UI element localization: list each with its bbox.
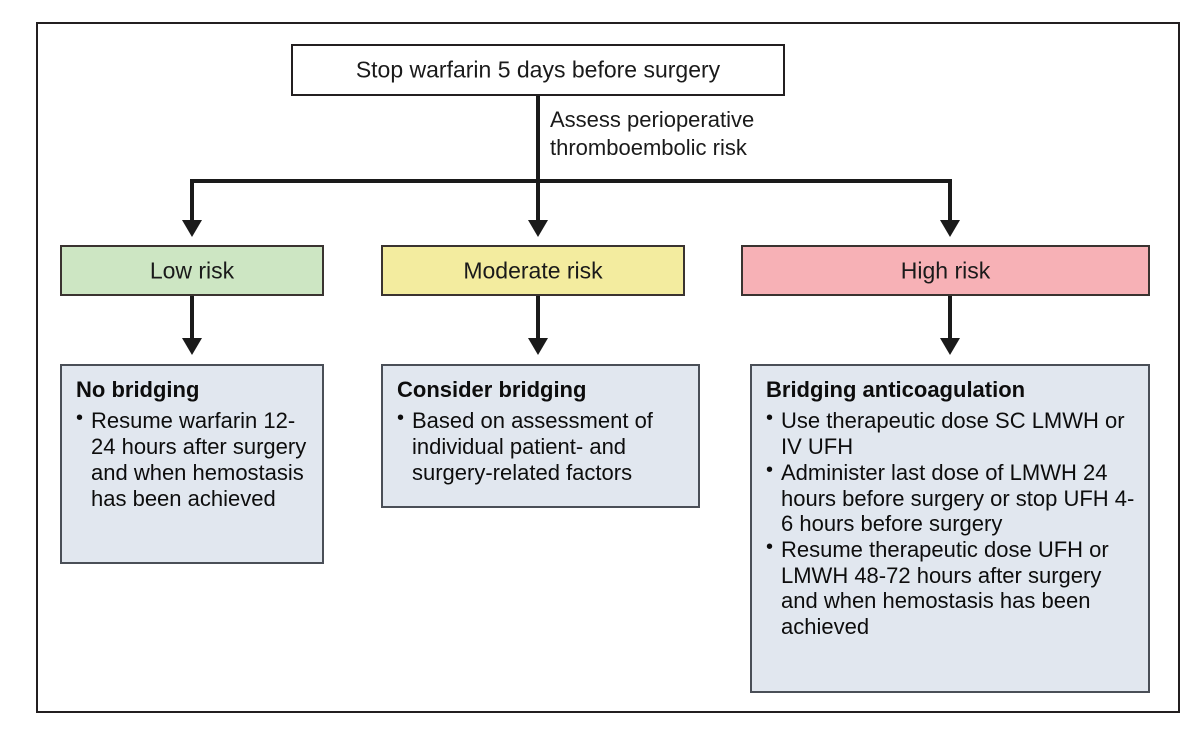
node-no-bridging[interactable]: No bridging Resume warfarin 12-24 hours … xyxy=(60,364,324,564)
diagram-frame: Stop warfarin 5 days before surgery Asse… xyxy=(36,22,1180,713)
node-moderate-risk[interactable]: Moderate risk xyxy=(381,245,685,296)
node-consider-bridging-title: Consider bridging xyxy=(397,377,587,402)
node-no-bridging-body: No bridging Resume warfarin 12-24 hours … xyxy=(76,377,312,511)
list-item: Resume warfarin 12-24 hours after surger… xyxy=(76,407,312,511)
connector-horizontal-bus xyxy=(190,179,952,183)
node-bridging-anticoagulation-title: Bridging anticoagulation xyxy=(766,377,1026,402)
node-no-bridging-bullets: Resume warfarin 12-24 hours after surger… xyxy=(76,407,312,511)
connector-drop-high xyxy=(948,179,952,227)
node-low-risk-label: Low risk xyxy=(149,256,235,283)
connector-trunk-vertical xyxy=(536,96,540,182)
node-high-risk[interactable]: High risk xyxy=(741,245,1150,296)
node-stop-warfarin-label: Stop warfarin 5 days before surgery xyxy=(355,56,721,83)
connector-moderate-to-detail xyxy=(536,296,540,344)
connector-high-to-detail xyxy=(948,296,952,344)
node-consider-bridging-body: Consider bridging Based on assessment of… xyxy=(397,377,688,486)
list-item: Use therapeutic dose SC LMWH or IV UFH xyxy=(766,407,1138,459)
node-consider-bridging[interactable]: Consider bridging Based on assessment of… xyxy=(381,364,700,508)
node-stop-warfarin[interactable]: Stop warfarin 5 days before surgery xyxy=(291,44,785,96)
node-low-risk[interactable]: Low risk xyxy=(60,245,324,296)
node-moderate-risk-label: Moderate risk xyxy=(463,256,603,283)
branch-risk-assessment-label: Assess perioperative thromboembolic risk xyxy=(550,107,755,160)
list-item: Administer last dose of LMWH 24 hours be… xyxy=(766,459,1138,537)
connector-drop-moderate xyxy=(536,179,540,227)
node-high-risk-label: High risk xyxy=(900,256,991,283)
arrowhead-consider-bridging xyxy=(528,338,548,355)
arrowhead-high-risk xyxy=(940,220,960,237)
connector-drop-low xyxy=(190,179,194,227)
list-item: Resume therapeutic dose UFH or LMWH 48-7… xyxy=(766,536,1138,640)
node-no-bridging-title: No bridging xyxy=(76,377,200,402)
list-item: Based on assessment of individual patien… xyxy=(397,407,688,485)
arrowhead-low-risk xyxy=(182,220,202,237)
node-consider-bridging-bullets: Based on assessment of individual patien… xyxy=(397,407,688,485)
arrowhead-bridging-anticoagulation xyxy=(940,338,960,355)
arrowhead-moderate-risk xyxy=(528,220,548,237)
node-bridging-anticoagulation-bullets: Use therapeutic dose SC LMWH or IV UFH A… xyxy=(766,407,1138,640)
connector-low-to-detail xyxy=(190,296,194,344)
node-bridging-anticoagulation[interactable]: Bridging anticoagulation Use therapeutic… xyxy=(750,364,1150,693)
node-bridging-anticoagulation-body: Bridging anticoagulation Use therapeutic… xyxy=(766,377,1138,640)
arrowhead-no-bridging xyxy=(182,338,202,355)
